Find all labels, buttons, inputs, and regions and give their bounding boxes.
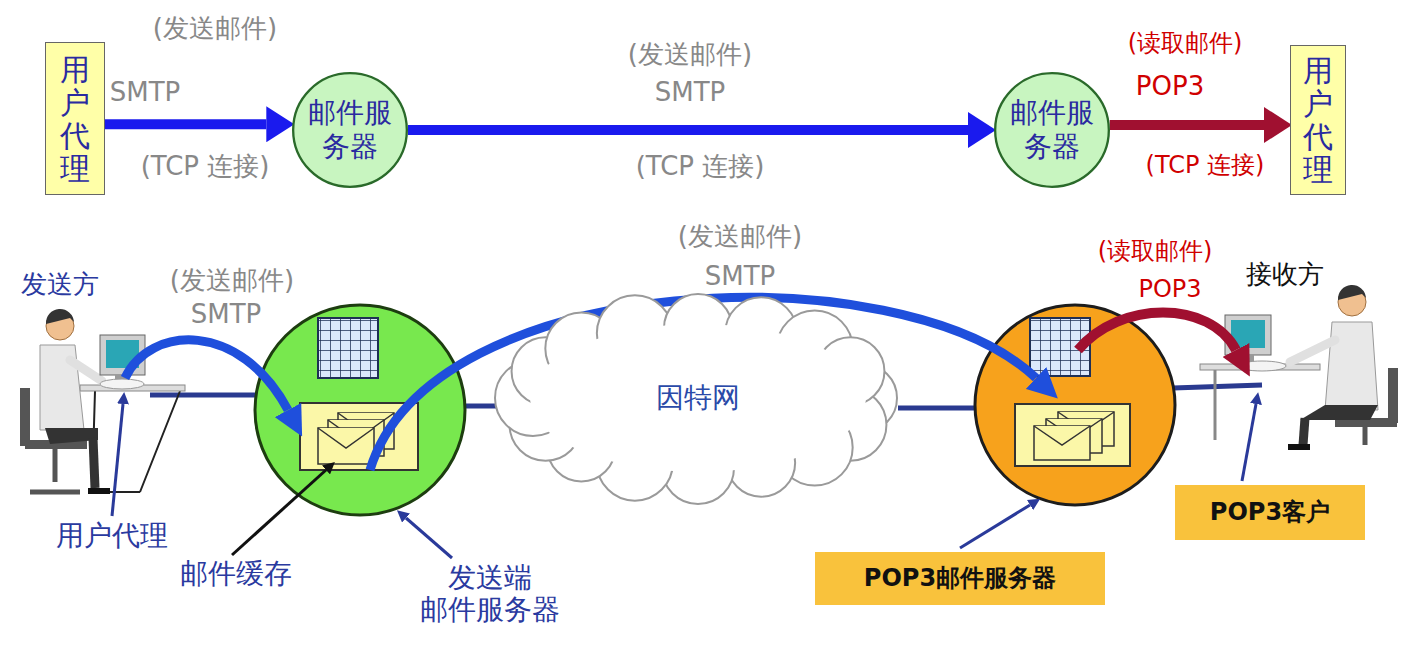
receiver-person (1200, 285, 1398, 450)
circle-shape (995, 73, 1109, 187)
node-text-area: POP3客户 (1176, 486, 1364, 539)
user-agent-box: 用户代理 (45, 42, 105, 195)
text-label: 接收方 (1246, 260, 1324, 290)
cloud-body (530, 324, 866, 472)
node-text-area: 用户代理 (46, 43, 104, 194)
mail-server-circle: 邮件服务器 (292, 72, 408, 188)
connector-arrow (105, 119, 266, 129)
text-label: (TCP 连接) (141, 152, 270, 182)
internet-cloud: 因特网 (488, 288, 908, 508)
user-agent-box: 用户代理 (1290, 45, 1346, 195)
text-label: SMTP (191, 300, 262, 330)
node-text-area: 邮件服务器 (292, 72, 408, 188)
connector-arrow (1110, 120, 1264, 130)
connector-arrow (408, 125, 968, 135)
mail-server-circle: 邮件服务器 (994, 72, 1110, 188)
node-text-area: 用户代理 (1291, 46, 1345, 194)
text-label: POP3 (1138, 276, 1201, 304)
text-label: 发送方 (21, 270, 99, 300)
node-label: POP3邮件服务器 (864, 564, 1056, 593)
circle-shape (293, 73, 407, 187)
node-label: 邮件服务器 (1007, 96, 1097, 163)
node-label: 因特网 (656, 381, 740, 415)
node-text-area: POP3邮件服务器 (816, 553, 1104, 604)
text-label: (发送邮件) (170, 266, 294, 296)
pop3-mail-server (975, 305, 1175, 505)
protocol-label: SMTP (655, 78, 726, 108)
node-label: 邮件服务器 (305, 96, 395, 163)
node-text-area: 邮件服务器 (994, 72, 1110, 188)
text-label: (读取邮件) (1128, 30, 1243, 58)
node-label: 用户代理 (60, 53, 90, 185)
node-label: 用户代理 (1303, 54, 1333, 186)
protocol-label: POP3 (1136, 72, 1204, 102)
text-label: (读取邮件) (1098, 238, 1213, 266)
text-label: (发送邮件) (678, 222, 802, 252)
text-label: (发送邮件) (628, 40, 752, 70)
text-label: 发送端 邮件服务器 (410, 562, 570, 626)
callout-box: POP3邮件服务器 (815, 552, 1105, 605)
text-label: (TCP 连接) (1146, 152, 1265, 180)
text-label: (发送邮件) (153, 14, 277, 44)
text-label: SMTP (705, 262, 776, 292)
node-label: POP3客户 (1210, 498, 1330, 527)
protocol-label: SMTP (110, 78, 181, 108)
callout-box: POP3客户 (1175, 485, 1365, 540)
sender-person (20, 309, 185, 494)
text-label: (TCP 连接) (636, 152, 765, 182)
node-text-area: 因特网 (488, 288, 908, 508)
text-label: 邮件缓存 (180, 558, 292, 590)
text-label: 用户代理 (56, 520, 168, 552)
